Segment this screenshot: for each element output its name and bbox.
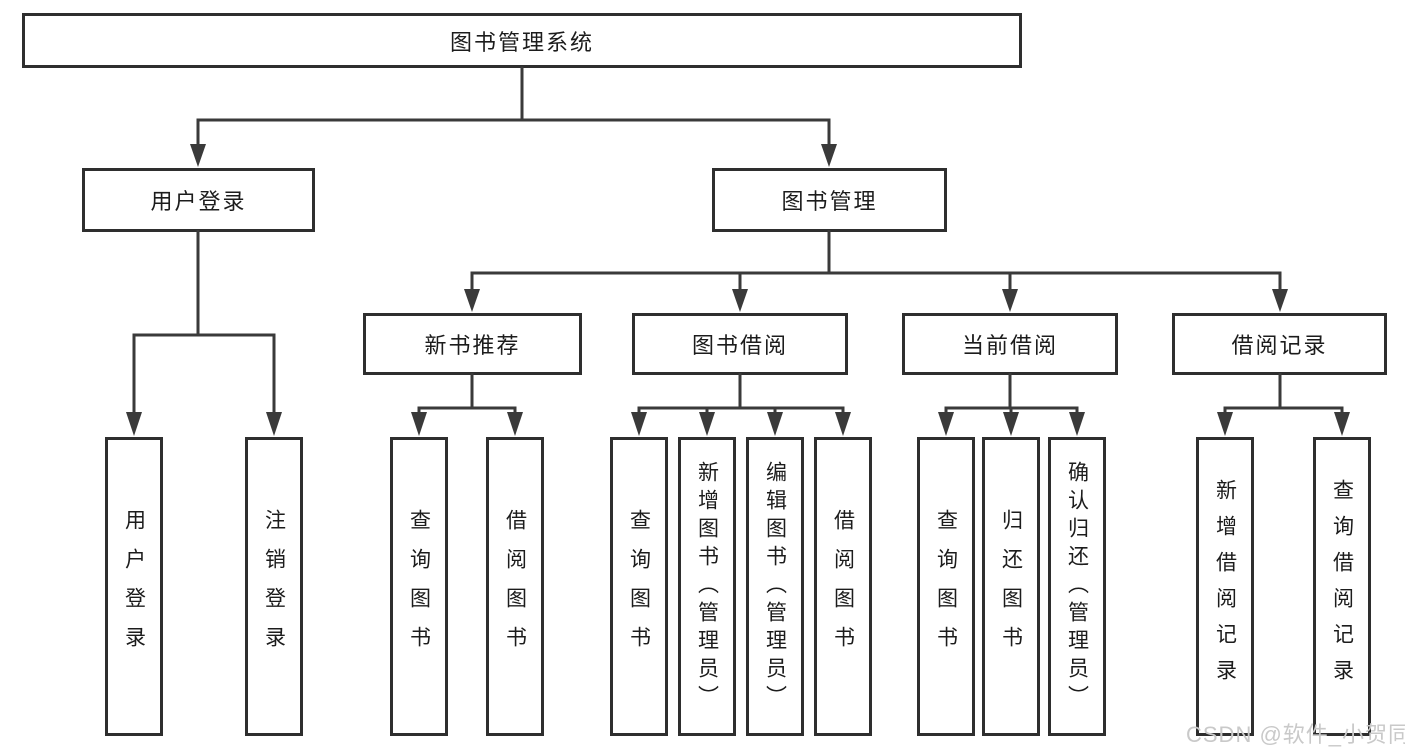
arrow-down-icon: [126, 412, 142, 436]
leaf-label: 查询图书: [627, 508, 651, 665]
arrow-down-icon: [464, 289, 480, 312]
arrow-down-icon: [1003, 412, 1019, 436]
leaf-query-books-recommend: 查询图书: [390, 437, 448, 736]
leaf-label: 新增图书（管理员）: [695, 460, 719, 713]
leaf-return-books: 归还图书: [982, 437, 1040, 736]
leaf-label: 注销登录: [262, 508, 286, 665]
arrow-down-icon: [938, 412, 954, 436]
arrow-down-icon: [1002, 289, 1018, 312]
leaf-user-login: 用户登录: [105, 437, 163, 736]
node-label: 当前借阅: [961, 333, 1058, 358]
leaf-label: 用户登录: [122, 508, 146, 665]
leaf-label: 确认归还（管理员）: [1065, 460, 1089, 713]
leaf-label: 编辑图书（管理员）: [763, 460, 787, 713]
arrow-down-icon: [767, 412, 783, 436]
node-book-borrow: 图书借阅: [632, 313, 848, 375]
leaf-label: 归还图书: [999, 508, 1023, 665]
node-label: 用户登录: [150, 189, 247, 214]
arrow-down-icon: [631, 412, 647, 436]
node-label: 图书管理: [781, 189, 878, 214]
node-label: 图书借阅: [691, 333, 788, 358]
node-label: 图书管理系统: [449, 29, 594, 55]
arrow-down-icon: [1272, 289, 1288, 312]
arrow-down-icon: [699, 412, 715, 436]
leaf-logout: 注销登录: [245, 437, 303, 736]
leaf-label: 查询借阅记录: [1330, 478, 1354, 695]
leaf-label: 查询图书: [407, 508, 431, 665]
node-borrow-records: 借阅记录: [1172, 313, 1387, 375]
node-book-management: 图书管理: [712, 168, 947, 232]
arrow-down-icon: [266, 412, 282, 436]
arrow-down-icon: [821, 144, 837, 167]
node-label: 借阅记录: [1231, 333, 1328, 358]
arrow-down-icon: [835, 412, 851, 436]
leaf-label: 新增借阅记录: [1213, 478, 1237, 695]
leaf-borrow-books-recommend: 借阅图书: [486, 437, 544, 736]
leaf-query-books-borrow: 查询图书: [610, 437, 668, 736]
leaf-add-books-admin: 新增图书（管理员）: [678, 437, 736, 736]
leaf-label: 借阅图书: [503, 508, 527, 665]
leaf-borrow-books: 借阅图书: [814, 437, 872, 736]
node-new-book-recommend: 新书推荐: [363, 313, 582, 375]
node-library-management-system: 图书管理系统: [22, 13, 1022, 68]
node-user-login: 用户登录: [82, 168, 315, 232]
arrow-down-icon: [732, 289, 748, 312]
csdn-watermark: CSDN @软件_小贺同学: [1186, 722, 1405, 747]
arrow-down-icon: [1217, 412, 1233, 436]
arrow-down-icon: [190, 144, 206, 167]
arrow-down-icon: [411, 412, 427, 436]
leaf-query-books-current: 查询图书: [917, 437, 975, 736]
leaf-confirm-return-admin: 确认归还（管理员）: [1048, 437, 1106, 736]
arrow-down-icon: [507, 412, 523, 436]
leaf-label: 借阅图书: [831, 508, 855, 665]
arrow-down-icon: [1334, 412, 1350, 436]
leaf-edit-books-admin: 编辑图书（管理员）: [746, 437, 804, 736]
arrow-down-icon: [1069, 412, 1085, 436]
node-label: 新书推荐: [424, 333, 521, 358]
leaf-add-borrow-record: 新增借阅记录: [1196, 437, 1254, 736]
node-current-borrow: 当前借阅: [902, 313, 1118, 375]
leaf-query-borrow-record: 查询借阅记录: [1313, 437, 1371, 736]
leaf-label: 查询图书: [934, 508, 958, 665]
